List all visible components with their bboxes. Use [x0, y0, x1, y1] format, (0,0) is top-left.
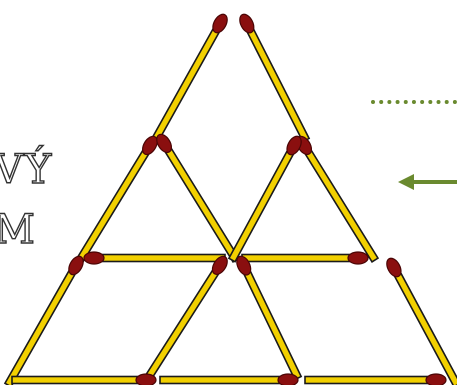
matchstick [150, 12, 230, 143]
matchstick [237, 12, 311, 143]
matchstick [3, 254, 86, 385]
matchstick [305, 374, 446, 385]
match-head [348, 252, 368, 264]
match-head [426, 374, 446, 385]
matchstick [294, 134, 380, 263]
arrow-left-icon [398, 174, 457, 190]
matchstick [143, 254, 230, 382]
matchstick [160, 374, 298, 385]
matchstick [227, 134, 304, 263]
matchstick [234, 254, 303, 381]
matchstick [75, 134, 160, 263]
matchstick [384, 256, 457, 385]
matchstick [12, 374, 156, 385]
match-head [136, 374, 156, 385]
match-head [84, 252, 104, 264]
matchstick [242, 252, 368, 264]
match-head [278, 374, 298, 385]
matchstick [154, 132, 241, 263]
matchstick [84, 252, 225, 264]
